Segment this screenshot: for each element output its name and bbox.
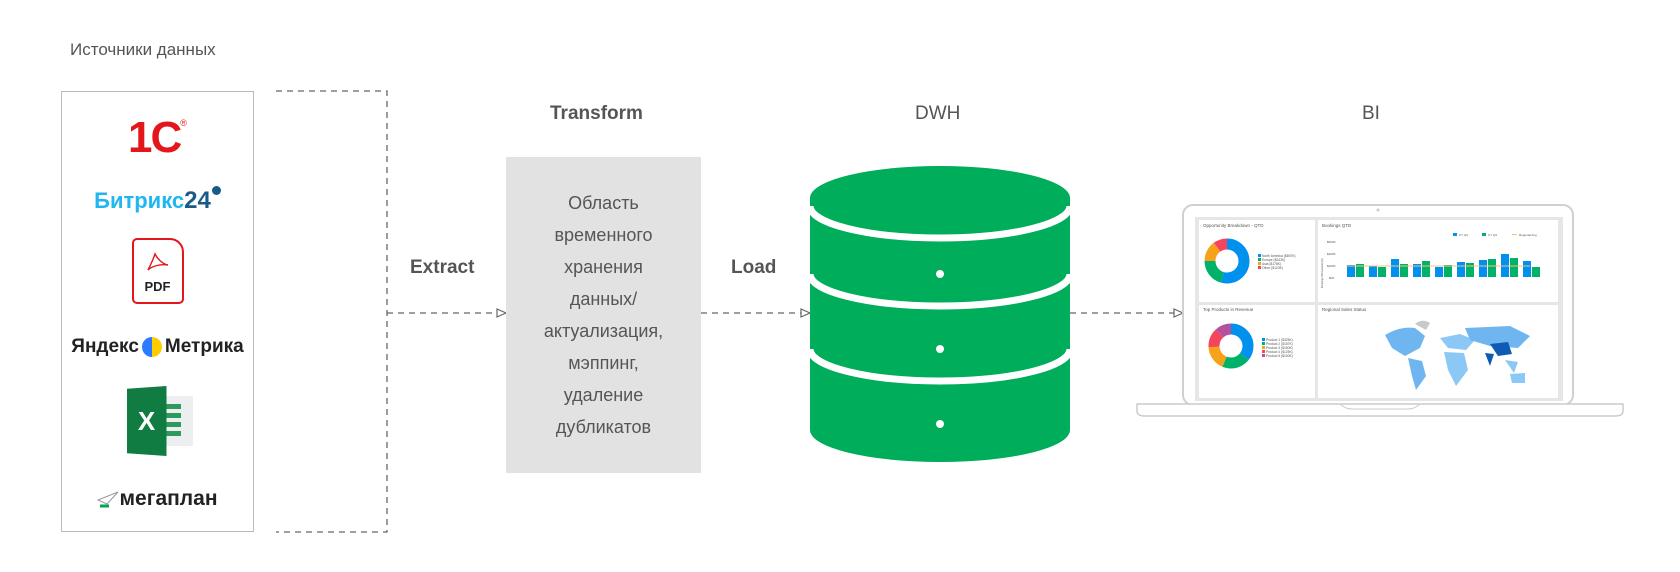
bar [1413,264,1421,277]
sources-bracket [276,90,388,533]
bar [1422,261,1430,277]
legend-item: Other ($123K) [1262,266,1283,270]
y-tick: $0K [1329,276,1334,280]
paper-plane-icon [97,491,119,508]
panel-opportunity-title: Opportunity Breakdown - QTD [1203,223,1264,228]
logo-bitrix-num: 24 [184,187,211,214]
bar [1479,260,1487,277]
y-tick: $400K [1327,252,1336,256]
legend-item: Europe ($243K) [1262,258,1285,262]
sources-title: Источники данных [70,40,216,59]
donut-chart-opportunity [1204,238,1250,284]
logo-yandex-text: Яндекс [71,336,139,357]
load-label: Load [731,257,777,278]
y-tick: $600K [1327,240,1336,244]
bar [1444,265,1452,277]
y-axis-label: Bookings $Thousands ($) [1320,258,1324,288]
arrowhead-icon [1173,308,1185,318]
logo-bitrix-text: Битрикс [94,188,185,213]
logo-megaplan-text: мегаплан [119,487,218,510]
panel-products-title: Top Products in Revenue [1203,307,1254,312]
panel-regional-title: Regional Sales Status [1322,307,1367,312]
bar [1347,265,1355,277]
logo-megaplan: мегаплан [62,484,253,514]
logo-1c-text: 1С [128,113,182,162]
laptop-dashboard: Opportunity Breakdown - QTD Bookings QTD… [1136,204,1624,417]
transform-label: Transform [550,103,643,124]
panel-bookings-title: Bookings QTD [1322,223,1352,228]
arrowhead-icon [800,308,812,318]
camera-icon [1376,208,1380,212]
legend-item: North America ($657K) [1262,254,1296,258]
bar [1378,267,1386,277]
extract-label: Extract [410,257,475,278]
bar [1391,259,1399,277]
legend-item: CY Q3 [1488,233,1497,237]
metrika-icon [141,337,162,357]
y-tick: $200K [1327,264,1336,268]
legend-item: Regional Avg [1519,233,1537,237]
bar [1532,267,1540,277]
legend-item: CY Q4 [1459,233,1468,237]
pdf-icon: PDF [62,238,253,304]
bar [1356,264,1364,277]
legend-item: Asia ($178K) [1262,262,1281,266]
laptop-base [1136,403,1624,417]
bar [1400,264,1408,277]
bar [1457,262,1465,277]
bar [1435,267,1443,277]
clock-icon [211,186,221,195]
bar [1466,263,1474,277]
world-map [1385,320,1530,390]
logo-yandex-metrika: Яндекс Метрика [62,332,253,362]
bar [1523,261,1531,277]
bar [1510,258,1518,277]
bar [1369,266,1377,277]
pdf-label: PDF [144,279,171,294]
bi-label: BI [1362,103,1380,124]
logo-metrika-text: Метрика [164,336,244,357]
logo-1c: 1С® [128,113,187,162]
dwh-label: DWH [915,103,961,124]
excel-x: X [137,405,156,436]
donut-chart-products [1208,323,1254,369]
staging-area-box: Область временного хранения данных/ акту… [506,157,701,473]
arrowhead-icon [496,308,508,318]
legend-item: Product 3 ($160K) [1266,346,1293,350]
staging-area-text: Область временного хранения данных/ акту… [543,193,664,437]
legend-item: Product 5 ($100K) [1266,354,1293,358]
bar [1488,259,1496,277]
legend-item: Product 1 ($325K) [1266,338,1293,342]
excel-icon: X [62,386,253,456]
database-icon [810,166,1070,462]
legend-item: Product 4 ($125K) [1266,350,1293,354]
legend-item: Product 2 ($187K) [1266,342,1293,346]
acrobat-icon [146,252,168,271]
